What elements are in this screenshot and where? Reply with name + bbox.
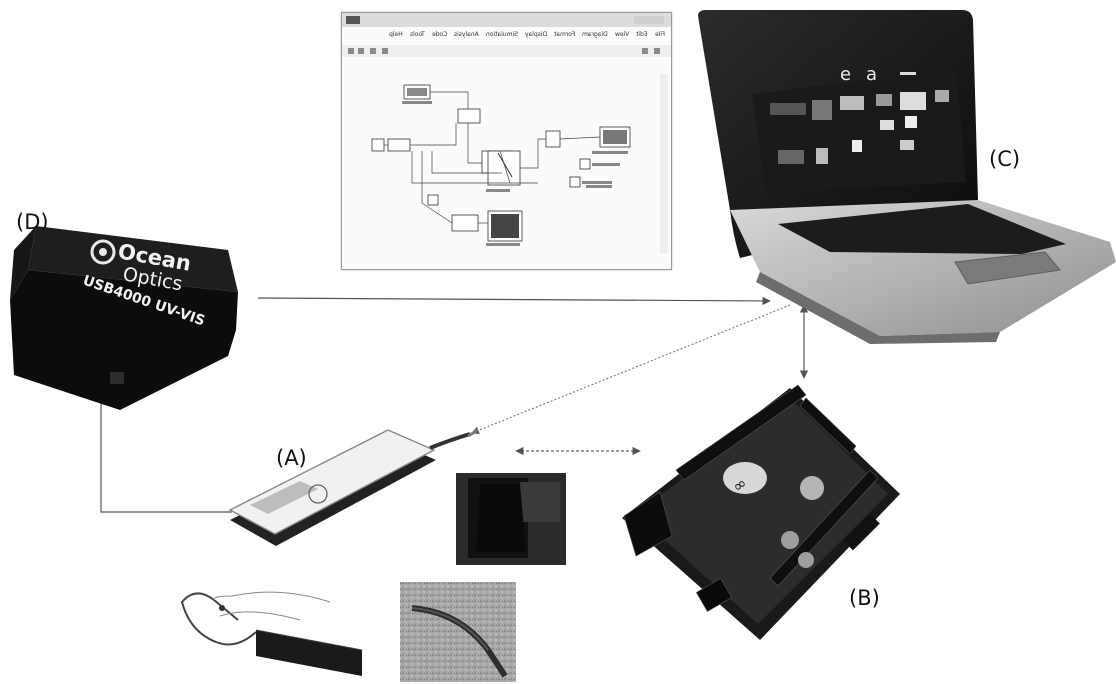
model-menu-item: Code bbox=[432, 31, 447, 41]
model-window-graphics bbox=[342, 13, 671, 269]
model-menu-item: Tools bbox=[410, 31, 425, 41]
model-menu-item: Diagram bbox=[582, 31, 608, 41]
arrow-spectrometer-to-laptop bbox=[258, 298, 770, 301]
label-c: (C) bbox=[989, 147, 1020, 171]
model-window: Help Tools Code Analysis Simulation Display Fo… bbox=[341, 12, 672, 270]
model-menu-item: Analysis bbox=[454, 31, 479, 41]
sensor-probe bbox=[230, 430, 478, 546]
fiber-photo bbox=[400, 582, 516, 682]
strap-electrodes bbox=[182, 592, 362, 676]
laptop: e a bbox=[698, 10, 1116, 344]
label-b: (B) bbox=[849, 586, 880, 610]
model-menu-item: View bbox=[615, 31, 629, 41]
model-menu-item: Format bbox=[554, 31, 575, 41]
arrow-sensor-to-spectrometer bbox=[101, 395, 232, 512]
model-menu-item: File bbox=[655, 31, 665, 41]
model-menu-bar: Help Tools Code Analysis Simulation Display Fo… bbox=[342, 31, 671, 41]
spectrometer-device: Ocean Optics USB4000 UV-VIS bbox=[10, 226, 238, 410]
svg-text:e: e bbox=[840, 64, 851, 85]
model-menu-item: Help bbox=[389, 31, 403, 41]
model-menu-item: Simulation bbox=[486, 31, 518, 41]
sensor-photo-dark bbox=[456, 473, 566, 565]
label-d: (D) bbox=[16, 210, 49, 234]
arrow-laptop-to-sensor bbox=[472, 305, 790, 433]
label-a: (A) bbox=[276, 446, 307, 470]
svg-text:a: a bbox=[866, 64, 877, 85]
model-menu-item: Edit bbox=[636, 31, 648, 41]
model-menu-item: Display bbox=[525, 31, 547, 41]
